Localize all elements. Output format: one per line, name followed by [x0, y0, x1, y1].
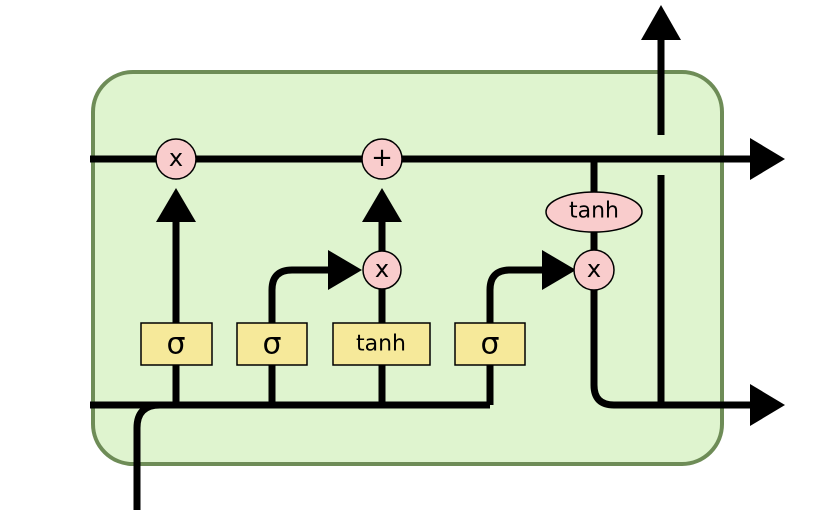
cell-tanh-label: tanh: [569, 199, 619, 224]
candidate-gate-label: tanh: [356, 332, 406, 357]
forget-gate: σ: [140, 322, 213, 366]
forget-gate-box: [140, 322, 213, 366]
input-gate-label: σ: [262, 327, 281, 362]
cell-background: [91, 70, 724, 466]
forget-gate-label: σ: [166, 327, 185, 362]
add-label: +: [371, 143, 393, 173]
input-x-line: [133, 401, 161, 510]
forget-multiply-label: x: [169, 144, 183, 172]
output-multiply-label: x: [587, 255, 601, 283]
input-product-arrow: [362, 188, 402, 222]
candidate-gate: tanh: [332, 322, 431, 366]
output-multiply-op: x: [573, 249, 615, 291]
output-gate: σ: [454, 322, 526, 366]
input-gate: σ: [236, 322, 308, 366]
input-multiply-label: x: [375, 255, 389, 283]
add-circle: [361, 138, 403, 180]
cell-tanh-op: tanh: [545, 191, 643, 233]
output-gate-line: [486, 266, 546, 405]
input-gate-box: [236, 322, 308, 366]
forget-multiply-circle: [155, 138, 197, 180]
forget-multiply-op: x: [155, 138, 197, 180]
candidate-gate-box: [332, 322, 431, 366]
forget-gate-arrow: [156, 188, 196, 222]
input-gate-arrow: [328, 250, 362, 290]
hidden-output-line: [590, 288, 755, 409]
hidden-output-arrow: [750, 384, 785, 426]
output-multiply-circle: [573, 249, 615, 291]
add-op: +: [361, 138, 403, 180]
cell-state-output-arrow: [750, 138, 785, 180]
cell-tanh-ellipse: [545, 191, 643, 233]
input-multiply-circle: [362, 250, 402, 290]
output-gate-label: σ: [480, 327, 499, 362]
output-gate-box: [454, 322, 526, 366]
output-gate-arrow: [542, 250, 576, 290]
hidden-up-arrow: [641, 5, 681, 40]
input-gate-line: [268, 266, 332, 405]
input-multiply-op: x: [362, 250, 402, 290]
